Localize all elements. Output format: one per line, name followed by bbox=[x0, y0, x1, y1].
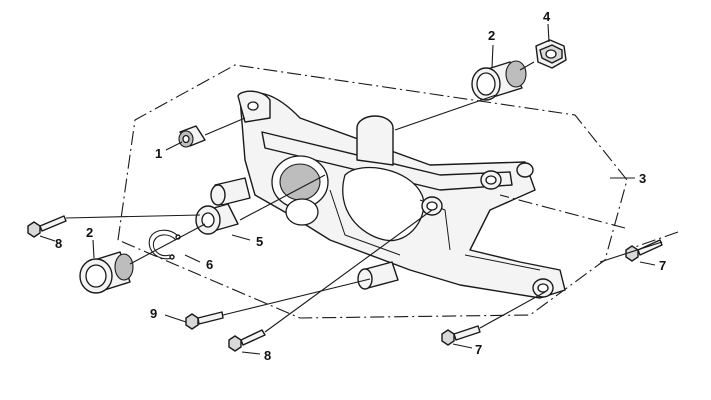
part-5-spacer bbox=[195, 203, 239, 235]
part-2-bearing-lower bbox=[79, 251, 134, 294]
part-6-circlip bbox=[148, 229, 181, 260]
callout-2-lower: 2 bbox=[86, 225, 93, 240]
callout-6: 6 bbox=[206, 257, 213, 272]
assembly-boundary bbox=[117, 64, 628, 319]
part-1-bushing bbox=[178, 125, 206, 148]
callout-5: 5 bbox=[256, 234, 263, 249]
callout-9: 9 bbox=[150, 306, 157, 321]
callout-1: 1 bbox=[155, 146, 162, 161]
part-8-bolt-bottom bbox=[228, 329, 266, 352]
part-8-bolt-left bbox=[27, 215, 67, 238]
callout-7-right: 7 bbox=[659, 258, 666, 273]
part-2-bearing-upper bbox=[471, 60, 527, 101]
part-7-bolt-right bbox=[625, 239, 663, 262]
callout-leaders bbox=[39, 23, 656, 355]
callout-4: 4 bbox=[543, 9, 551, 24]
callout-8-bottom: 8 bbox=[264, 348, 271, 363]
part-4-nut bbox=[535, 39, 567, 69]
part-9-bolt bbox=[185, 311, 224, 330]
callout-8-left: 8 bbox=[55, 236, 62, 251]
swing-arm-bracket bbox=[210, 90, 566, 299]
alignment-lines bbox=[65, 61, 679, 333]
callout-7-bottom: 7 bbox=[475, 342, 482, 357]
part-7-bolt-bottom bbox=[441, 325, 481, 346]
callout-2-upper: 2 bbox=[488, 28, 495, 43]
callout-3: 3 bbox=[639, 171, 646, 186]
